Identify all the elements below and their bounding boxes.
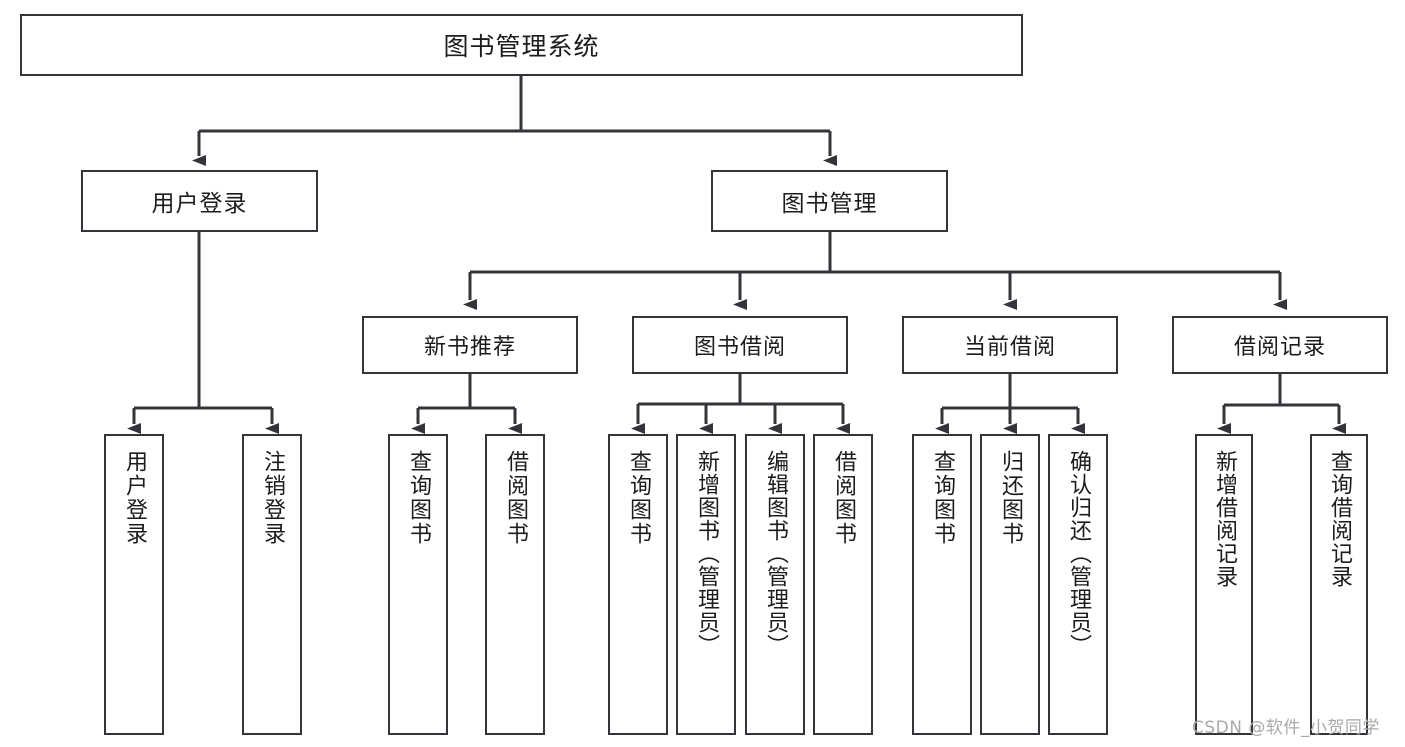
node-label: 当前借阅 — [963, 335, 1056, 360]
node-label: 新增图书（管理员） — [693, 450, 719, 657]
node-label: 用户登录 — [121, 450, 147, 546]
node-label: 图书管理系统 — [443, 32, 600, 61]
node-label: 新书推荐 — [423, 335, 516, 360]
node-book-borrow[interactable]: 图书借阅 — [632, 316, 848, 374]
node-borrow-record[interactable]: 借阅记录 — [1172, 316, 1388, 374]
node-root-system[interactable]: 图书管理系统 — [20, 14, 1023, 76]
node-label: 用户登录 — [151, 191, 248, 217]
node-label: 图书管理 — [781, 191, 878, 217]
leaf-confirm-return-admin[interactable]: 确认归还（管理员） — [1048, 434, 1108, 735]
node-user-login[interactable]: 用户登录 — [81, 170, 318, 232]
node-label: 查询图书 — [929, 450, 955, 546]
node-label: 查询图书 — [625, 450, 651, 546]
leaf-borrow-book[interactable]: 借阅图书 — [813, 434, 873, 735]
node-label: 借阅图书 — [830, 450, 856, 546]
leaf-query-book-current[interactable]: 查询图书 — [912, 434, 972, 735]
node-label: 查询借阅记录 — [1326, 450, 1352, 588]
node-label: 借阅记录 — [1233, 335, 1326, 360]
node-label: 注销登录 — [259, 450, 285, 546]
leaf-add-book-admin[interactable]: 新增图书（管理员） — [676, 434, 736, 735]
leaf-user-login[interactable]: 用户登录 — [104, 434, 164, 735]
node-label: 图书借阅 — [693, 335, 786, 360]
leaf-return-book[interactable]: 归还图书 — [980, 434, 1040, 735]
leaf-query-book-borrow[interactable]: 查询图书 — [608, 434, 668, 735]
csdn-watermark: CSDN @软件_小贺同学 — [1192, 718, 1380, 738]
leaf-add-borrow-record[interactable]: 新增借阅记录 — [1195, 434, 1253, 735]
leaf-edit-book-admin[interactable]: 编辑图书（管理员） — [745, 434, 805, 735]
leaf-logout[interactable]: 注销登录 — [242, 434, 302, 735]
node-label: 新增借阅记录 — [1211, 450, 1237, 588]
node-label: 确认归还（管理员） — [1065, 450, 1091, 657]
node-current-borrow[interactable]: 当前借阅 — [902, 316, 1118, 374]
node-label: 借阅图书 — [502, 450, 528, 546]
node-label: 编辑图书（管理员） — [762, 450, 788, 657]
node-label: 查询图书 — [405, 450, 431, 546]
node-book-management[interactable]: 图书管理 — [711, 170, 948, 232]
node-label: 归还图书 — [997, 450, 1023, 546]
leaf-query-book-recommend[interactable]: 查询图书 — [388, 434, 448, 735]
leaf-query-borrow-record[interactable]: 查询借阅记录 — [1310, 434, 1368, 735]
leaf-borrow-book-recommend[interactable]: 借阅图书 — [485, 434, 545, 735]
node-new-book-recommend[interactable]: 新书推荐 — [362, 316, 578, 374]
